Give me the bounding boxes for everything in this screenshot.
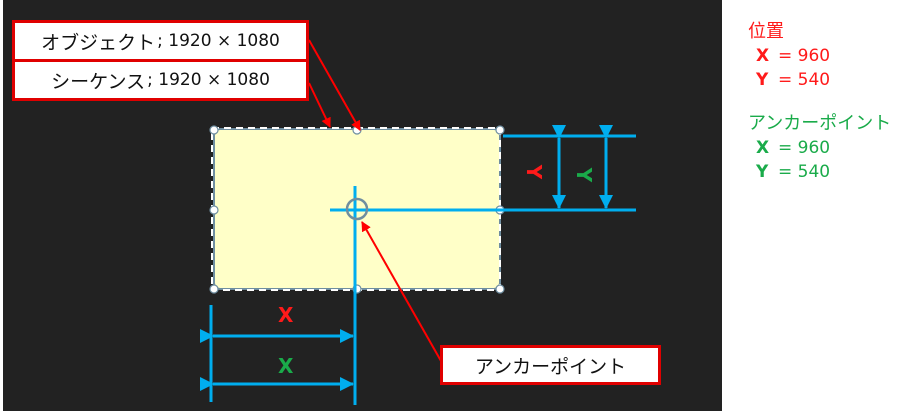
y-anchor-dimension-label: Y [572, 167, 597, 183]
anchor-point-marker [345, 197, 369, 221]
object-label: オブジェクト [41, 31, 156, 54]
anchor-point-label: アンカーポイント [474, 355, 627, 378]
legend-anchor-point: アンカーポイント X= 960 Y= 540 [748, 112, 891, 184]
sequence-label: シーケンス [51, 70, 146, 93]
sequence-callout: シーケンス ; 1920 × 1080 [12, 59, 309, 101]
legend-anchor-y: Y= 540 [756, 162, 831, 182]
anchor-point-callout: アンカーポイント [440, 345, 661, 385]
object-callout: オブジェクト ; 1920 × 1080 [12, 20, 309, 62]
legend-position-y: Y= 540 [756, 70, 831, 90]
object-size: ; 1920 × 1080 [157, 31, 280, 51]
legend-anchor-title: アンカーポイント [748, 113, 892, 134]
sequence-size: ; 1920 × 1080 [147, 70, 270, 90]
legend-position-x: X= 960 [756, 46, 831, 66]
y-position-dimension-label: Y [522, 164, 547, 180]
legend-position-title: 位置 [748, 21, 784, 42]
x-anchor-dimension-label: X [278, 354, 294, 378]
legend: 位置 X= 960 Y= 540 アンカーポイント X= 960 Y= 540 [748, 20, 891, 184]
x-position-dimension-label: X [278, 303, 294, 327]
legend-position: 位置 X= 960 Y= 540 [748, 20, 891, 92]
legend-anchor-x: X= 960 [756, 138, 831, 158]
